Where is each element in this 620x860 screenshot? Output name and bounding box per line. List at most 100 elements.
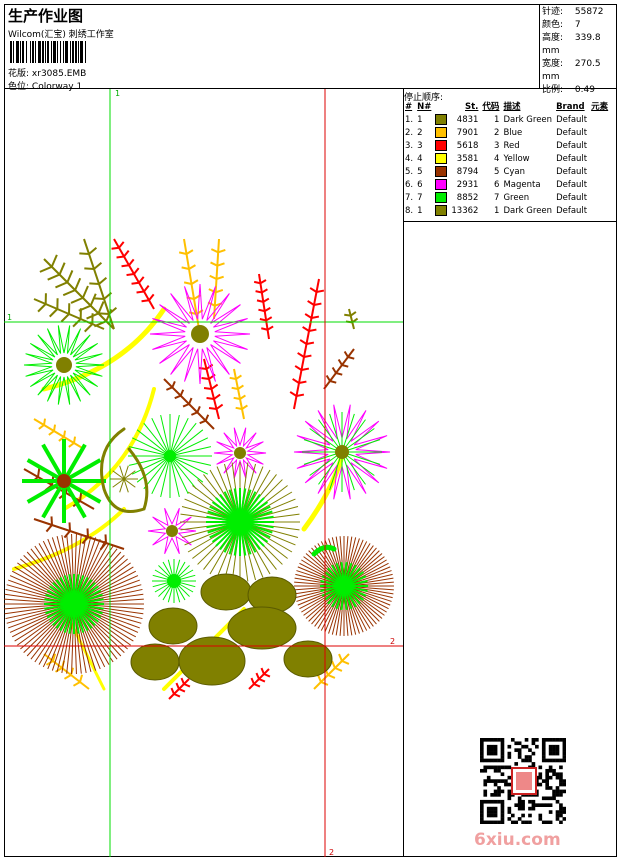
stat-colors: 颜色: 7: [542, 20, 581, 30]
row-swatch: [433, 127, 449, 140]
row-brand: Default: [556, 128, 588, 138]
col-index: #: [405, 102, 413, 112]
col-description: 描述: [503, 102, 521, 112]
header-divider: [539, 4, 540, 88]
row-element: [589, 127, 610, 140]
panel-divider: [403, 88, 404, 857]
row-number: 5: [417, 167, 423, 177]
watermark-site: 6xiu.com: [474, 830, 561, 850]
stat-stitches: 针迹: 55872: [542, 7, 604, 17]
row-brand: Default: [556, 193, 588, 203]
row-code: 1: [494, 206, 500, 216]
qr-code: [480, 738, 566, 824]
row-element: [589, 114, 610, 127]
guide-label-h2: 2: [390, 637, 395, 646]
row-swatch: [433, 153, 449, 166]
row-code: 5: [494, 167, 500, 177]
row-element: [589, 205, 610, 218]
subtitle: Wilcom(汇宝) 刺绣工作室: [8, 30, 114, 40]
row-stitches: 5618: [456, 141, 479, 151]
embroidery-preview: 1 1 2 2: [4, 89, 403, 857]
row-description: Yellow: [503, 154, 530, 164]
row-index: 1.: [405, 115, 414, 125]
row-number: 1: [417, 115, 423, 125]
row-swatch: [433, 205, 449, 218]
guide-label-h1: 1: [7, 313, 12, 322]
row-index: 4.: [405, 154, 414, 164]
col-brand: Brand: [556, 102, 585, 112]
row-stitches: 13362: [451, 206, 479, 216]
color-swatch: [435, 127, 448, 138]
row-stitches: 8852: [456, 193, 479, 203]
row-description: Green: [503, 193, 530, 203]
row-number: 4: [417, 154, 423, 164]
row-swatch: [433, 192, 449, 205]
row-stitches: 4831: [456, 115, 479, 125]
row-description: Dark Green: [503, 206, 553, 216]
row-swatch: [433, 114, 449, 127]
row-index: 2.: [405, 128, 414, 138]
page-title: 生产作业图: [8, 7, 84, 25]
stats-panel: 针迹: 55872 颜色: 7 高度: 339.8 mm 宽度: 270.5 m…: [542, 6, 620, 97]
row-brand: Default: [556, 206, 588, 216]
row-index: 7.: [405, 193, 414, 203]
row-code: 4: [494, 154, 500, 164]
row-index: 8.: [405, 206, 414, 216]
stat-width: 宽度: 270.5 mm: [542, 59, 601, 82]
row-stitches: 8794: [456, 167, 479, 177]
table-header-row: # N# St. 代码 描述 Brand 元素: [403, 101, 610, 114]
design-value: xr3085.EMB: [31, 69, 87, 79]
header-info: 生产作业图 Wilcom(汇宝) 刺绣工作室 花版: xr3085.EMB 色位…: [5, 5, 539, 92]
color-swatch: [435, 166, 448, 177]
row-element: [589, 140, 610, 153]
row-index: 6.: [405, 180, 414, 190]
row-description: Blue: [503, 128, 523, 138]
row-number: 1: [417, 206, 423, 216]
document-frame: [4, 4, 617, 857]
row-swatch: [433, 166, 449, 179]
design-label: 花版:: [8, 69, 30, 79]
barcode: [10, 41, 86, 63]
row-code: 7: [494, 193, 500, 203]
row-index: 5.: [405, 167, 414, 177]
col-stitches: St.: [465, 102, 479, 112]
header-bottom-rule: [4, 88, 617, 89]
color-swatch: [435, 179, 448, 190]
row-swatch: [433, 179, 449, 192]
row-number: 2: [417, 128, 423, 138]
row-code: 1: [494, 115, 500, 125]
row-description: Cyan: [503, 167, 525, 177]
stat-height: 高度: 339.8 mm: [542, 33, 601, 56]
row-stitches: 2931: [456, 180, 479, 190]
color-swatch: [435, 153, 448, 164]
row-brand: Default: [556, 115, 588, 125]
row-description: Red: [503, 141, 520, 151]
stop-sequence-title: 停止顺序:: [404, 93, 444, 103]
row-brand: Default: [556, 141, 588, 151]
col-swatch: [433, 101, 449, 114]
color-swatch: [435, 192, 448, 203]
row-code: 2: [494, 128, 500, 138]
row-number: 7: [417, 193, 423, 203]
row-swatch: [433, 140, 449, 153]
design-line: 花版: xr3085.EMB: [8, 66, 86, 79]
colorway-value: Colorway 1: [31, 82, 83, 92]
row-stitches: 7901: [456, 128, 479, 138]
row-element: [589, 179, 610, 192]
row-stitches: 3581: [456, 154, 479, 164]
guide-label-v1: 1: [115, 89, 120, 98]
col-code: 代码: [482, 102, 500, 112]
row-code: 3: [494, 141, 500, 151]
row-number: 3: [417, 141, 423, 151]
color-swatch: [435, 114, 448, 125]
stat-scale: 比例: 0.49: [542, 85, 595, 95]
row-brand: Default: [556, 154, 588, 164]
row-description: Magenta: [503, 180, 541, 190]
